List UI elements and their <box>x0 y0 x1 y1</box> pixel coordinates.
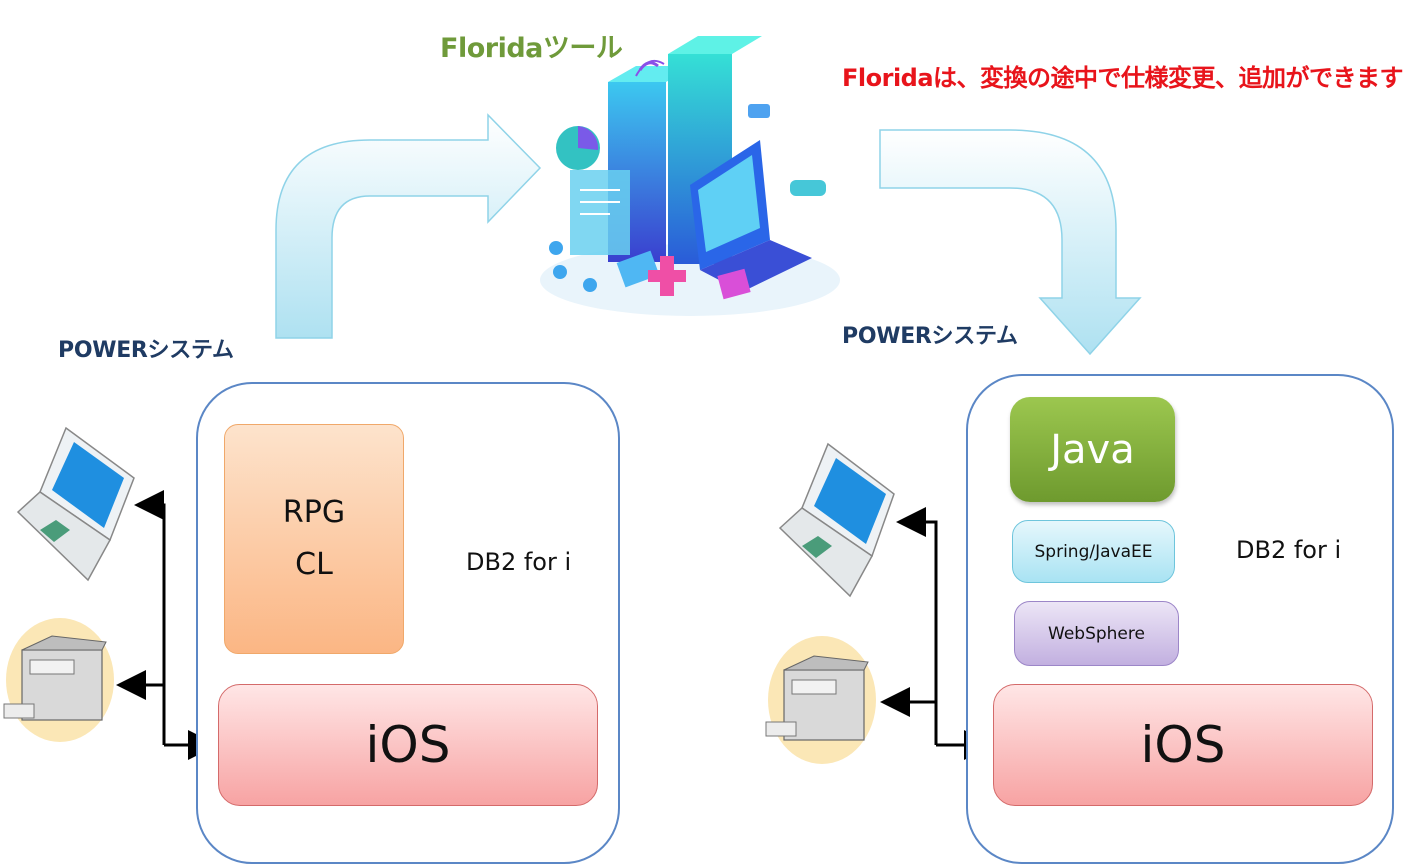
java-label: Java <box>1050 426 1135 473</box>
right-system-label: POWERシステム <box>842 324 1018 349</box>
flow-arrow-from-tool <box>879 129 1142 356</box>
change-note: Floridaは、変換の途中で仕様変更、追加ができます <box>842 64 1404 92</box>
spring-label: Spring/JavaEE <box>1034 541 1153 562</box>
laptop-icon <box>16 426 135 582</box>
printer-icon <box>3 618 114 742</box>
right-database-label: DB2 for i <box>1236 536 1342 564</box>
websphere-box: WebSphere <box>1014 601 1179 666</box>
spring-box: Spring/JavaEE <box>1012 520 1175 583</box>
flow-arrow-to-tool <box>275 113 542 339</box>
right-os-box: iOS <box>993 684 1373 806</box>
app-line-cl: CL <box>295 547 333 582</box>
java-box: Java <box>1010 397 1175 502</box>
left-os-label: iOS <box>365 716 451 774</box>
left-database-label: DB2 for i <box>466 548 572 576</box>
websphere-label: WebSphere <box>1048 623 1145 644</box>
left-os-box: iOS <box>218 684 598 806</box>
printer-icon-right <box>765 636 876 764</box>
data-analytics-illustration <box>540 36 840 316</box>
tool-title: Floridaツール <box>440 33 623 64</box>
left-system-label: POWERシステム <box>58 338 234 363</box>
laptop-icon-right <box>778 442 895 598</box>
legacy-app-box: RPG CL <box>224 424 404 654</box>
right-os-label: iOS <box>1140 716 1226 774</box>
app-line-rpg: RPG <box>282 495 346 530</box>
